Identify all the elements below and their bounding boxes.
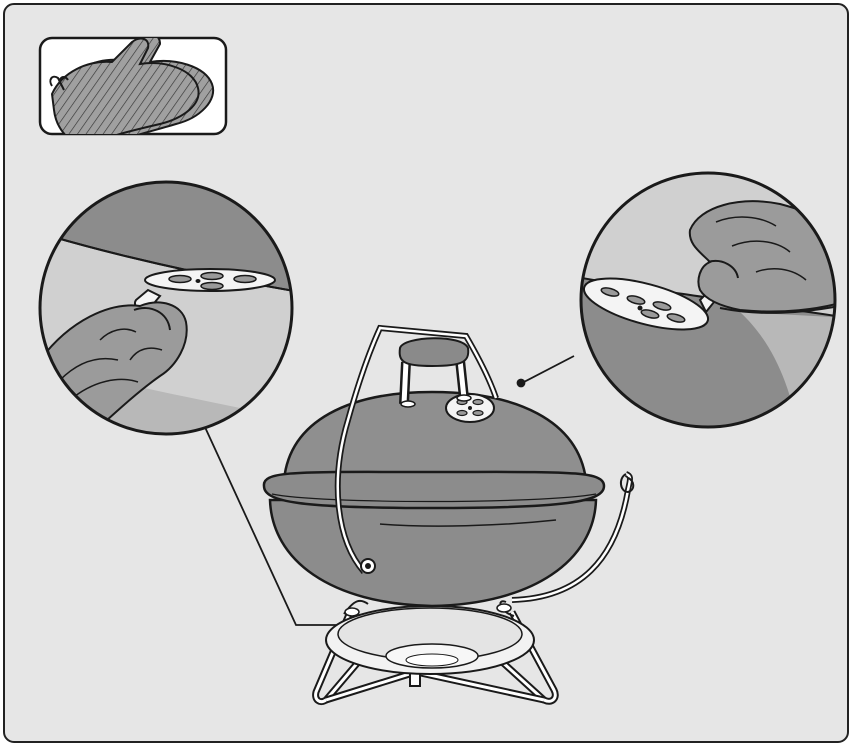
heat-resistant-gloves-icon [40, 35, 226, 150]
ash-pan [326, 606, 534, 674]
